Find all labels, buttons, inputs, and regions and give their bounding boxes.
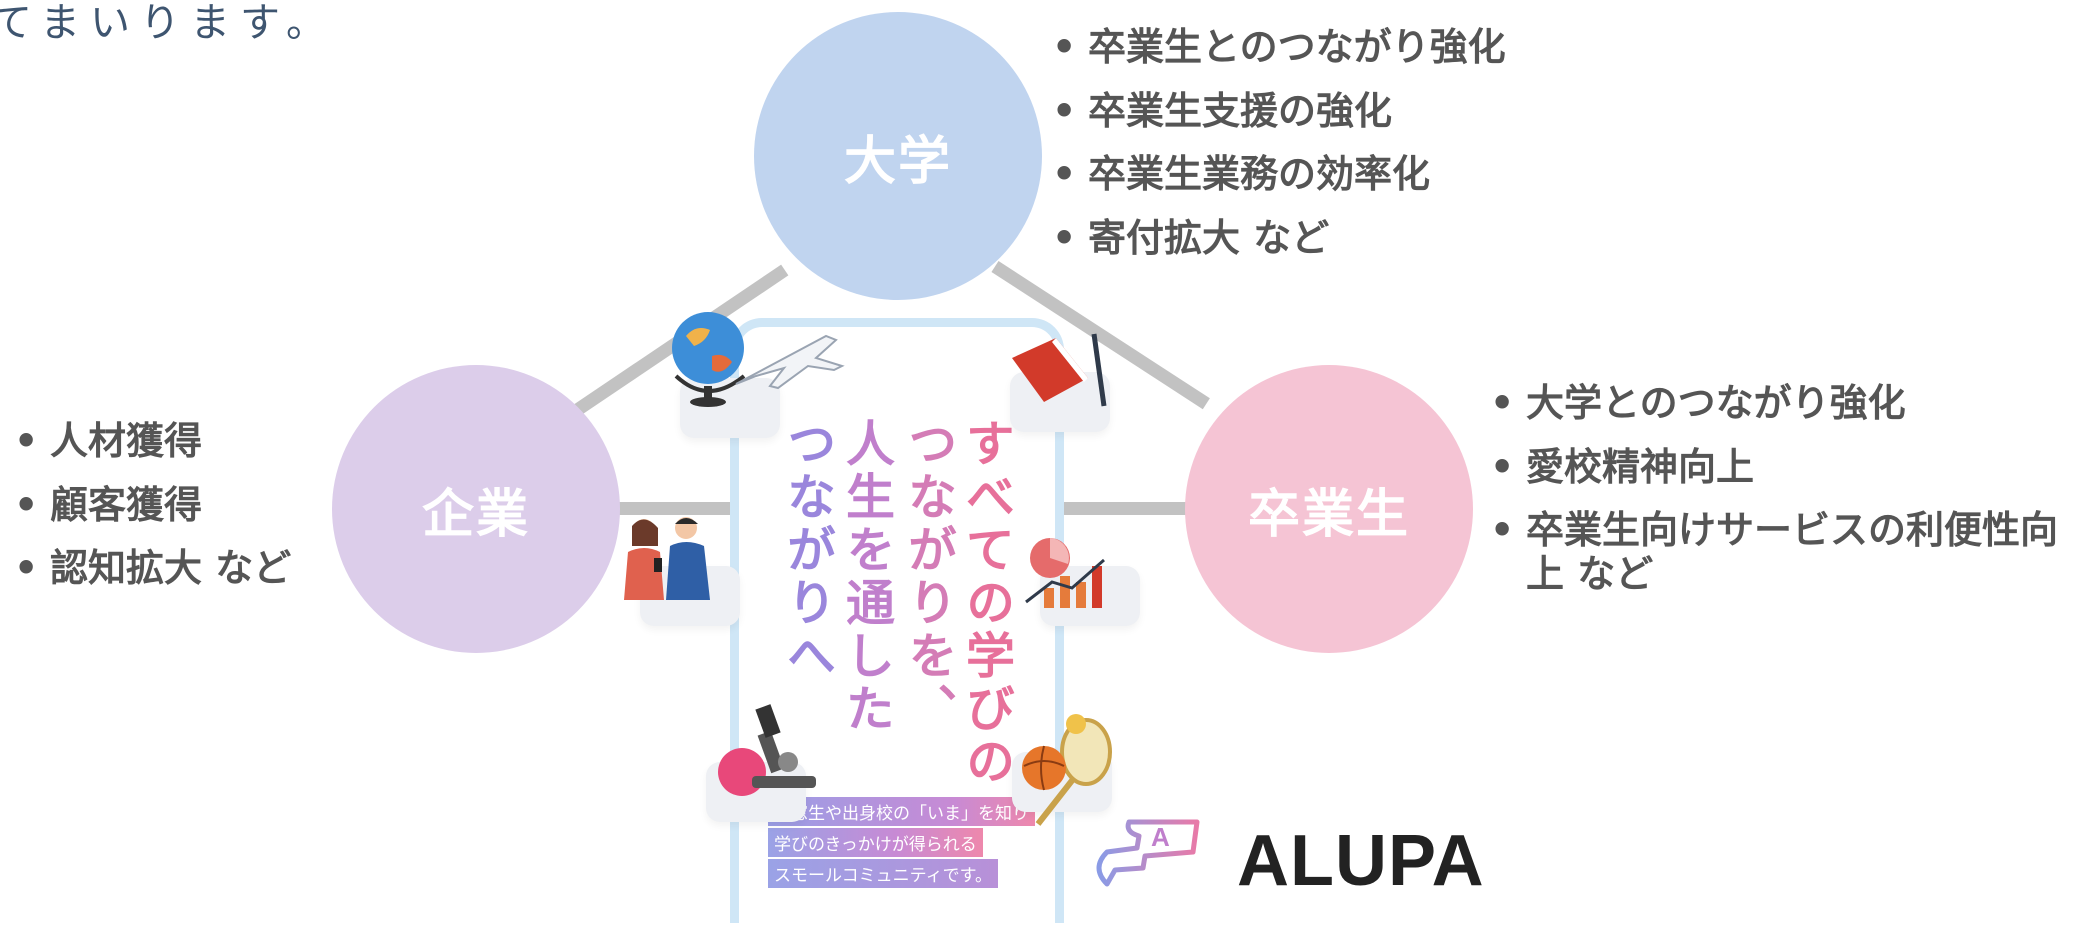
- book-pen-icon: [1012, 333, 1107, 407]
- globe-airplane-icon: [672, 312, 845, 407]
- list-item: 大学とのつながり強化: [1488, 381, 2085, 426]
- list-item: 顧客獲得: [12, 483, 291, 528]
- company-benefits-list: 人材獲得 顧客獲得 認知拡大 など: [12, 419, 291, 611]
- poster-tagline-3: スモールコミュニティです。: [768, 859, 998, 888]
- intro-text: てまいります。: [0, 0, 336, 46]
- list-item: 卒業生業務の効率化: [1050, 153, 1506, 197]
- microscope-icon: [718, 704, 816, 796]
- list-item: 寄付拡大 など: [1050, 216, 1506, 261]
- list-item: 愛校精神向上: [1488, 445, 2085, 490]
- poster-tagline-2: 学びのきっかけが得られる: [768, 828, 983, 857]
- chart-icon: [1025, 538, 1105, 608]
- poster-tagline-1: 同窓生や出身校の「いま」を知り: [768, 797, 1035, 826]
- poster-line-3: 人生を通した: [838, 418, 895, 736]
- connector-phone-graduate: [1063, 502, 1188, 515]
- list-item: 人材獲得: [12, 419, 291, 464]
- node-graduate-label: 卒業生: [1247, 484, 1410, 545]
- node-company: 企業: [332, 365, 620, 653]
- list-item: 卒業生支援の強化: [1050, 89, 1506, 134]
- list-item: 卒業生向けサービスの利便性向上 など: [1488, 508, 2085, 596]
- poster-line-4: つながりへ: [779, 418, 836, 683]
- poster-line-1: すべての学びの: [958, 418, 1015, 789]
- list-item: 卒業生とのつながり強化: [1050, 25, 1506, 70]
- node-university-label: 大学: [843, 131, 952, 192]
- node-university: 大学: [754, 12, 1042, 300]
- sports-balls-icon: [1022, 714, 1112, 826]
- university-benefits-list: 卒業生とのつながり強化 卒業生支援の強化 卒業生業務の効率化 寄付拡大 など: [1050, 25, 1506, 281]
- alupa-logo-text: ALUPA: [1237, 821, 1485, 901]
- node-company-label: 企業: [421, 484, 530, 545]
- poster-line-2: つながりを、: [900, 418, 957, 736]
- graduate-benefits-list: 大学とのつながり強化 愛校精神向上 卒業生向けサービスの利便性向上 など: [1488, 381, 2085, 617]
- connector-company-phone: [618, 502, 733, 515]
- business-people-icon: [624, 517, 710, 600]
- list-item: 認知拡大 など: [12, 547, 291, 591]
- node-graduate: 卒業生: [1185, 365, 1473, 653]
- alupa-logo-mark-icon: A: [1096, 819, 1200, 887]
- logo-mark-letter: A: [1151, 822, 1170, 852]
